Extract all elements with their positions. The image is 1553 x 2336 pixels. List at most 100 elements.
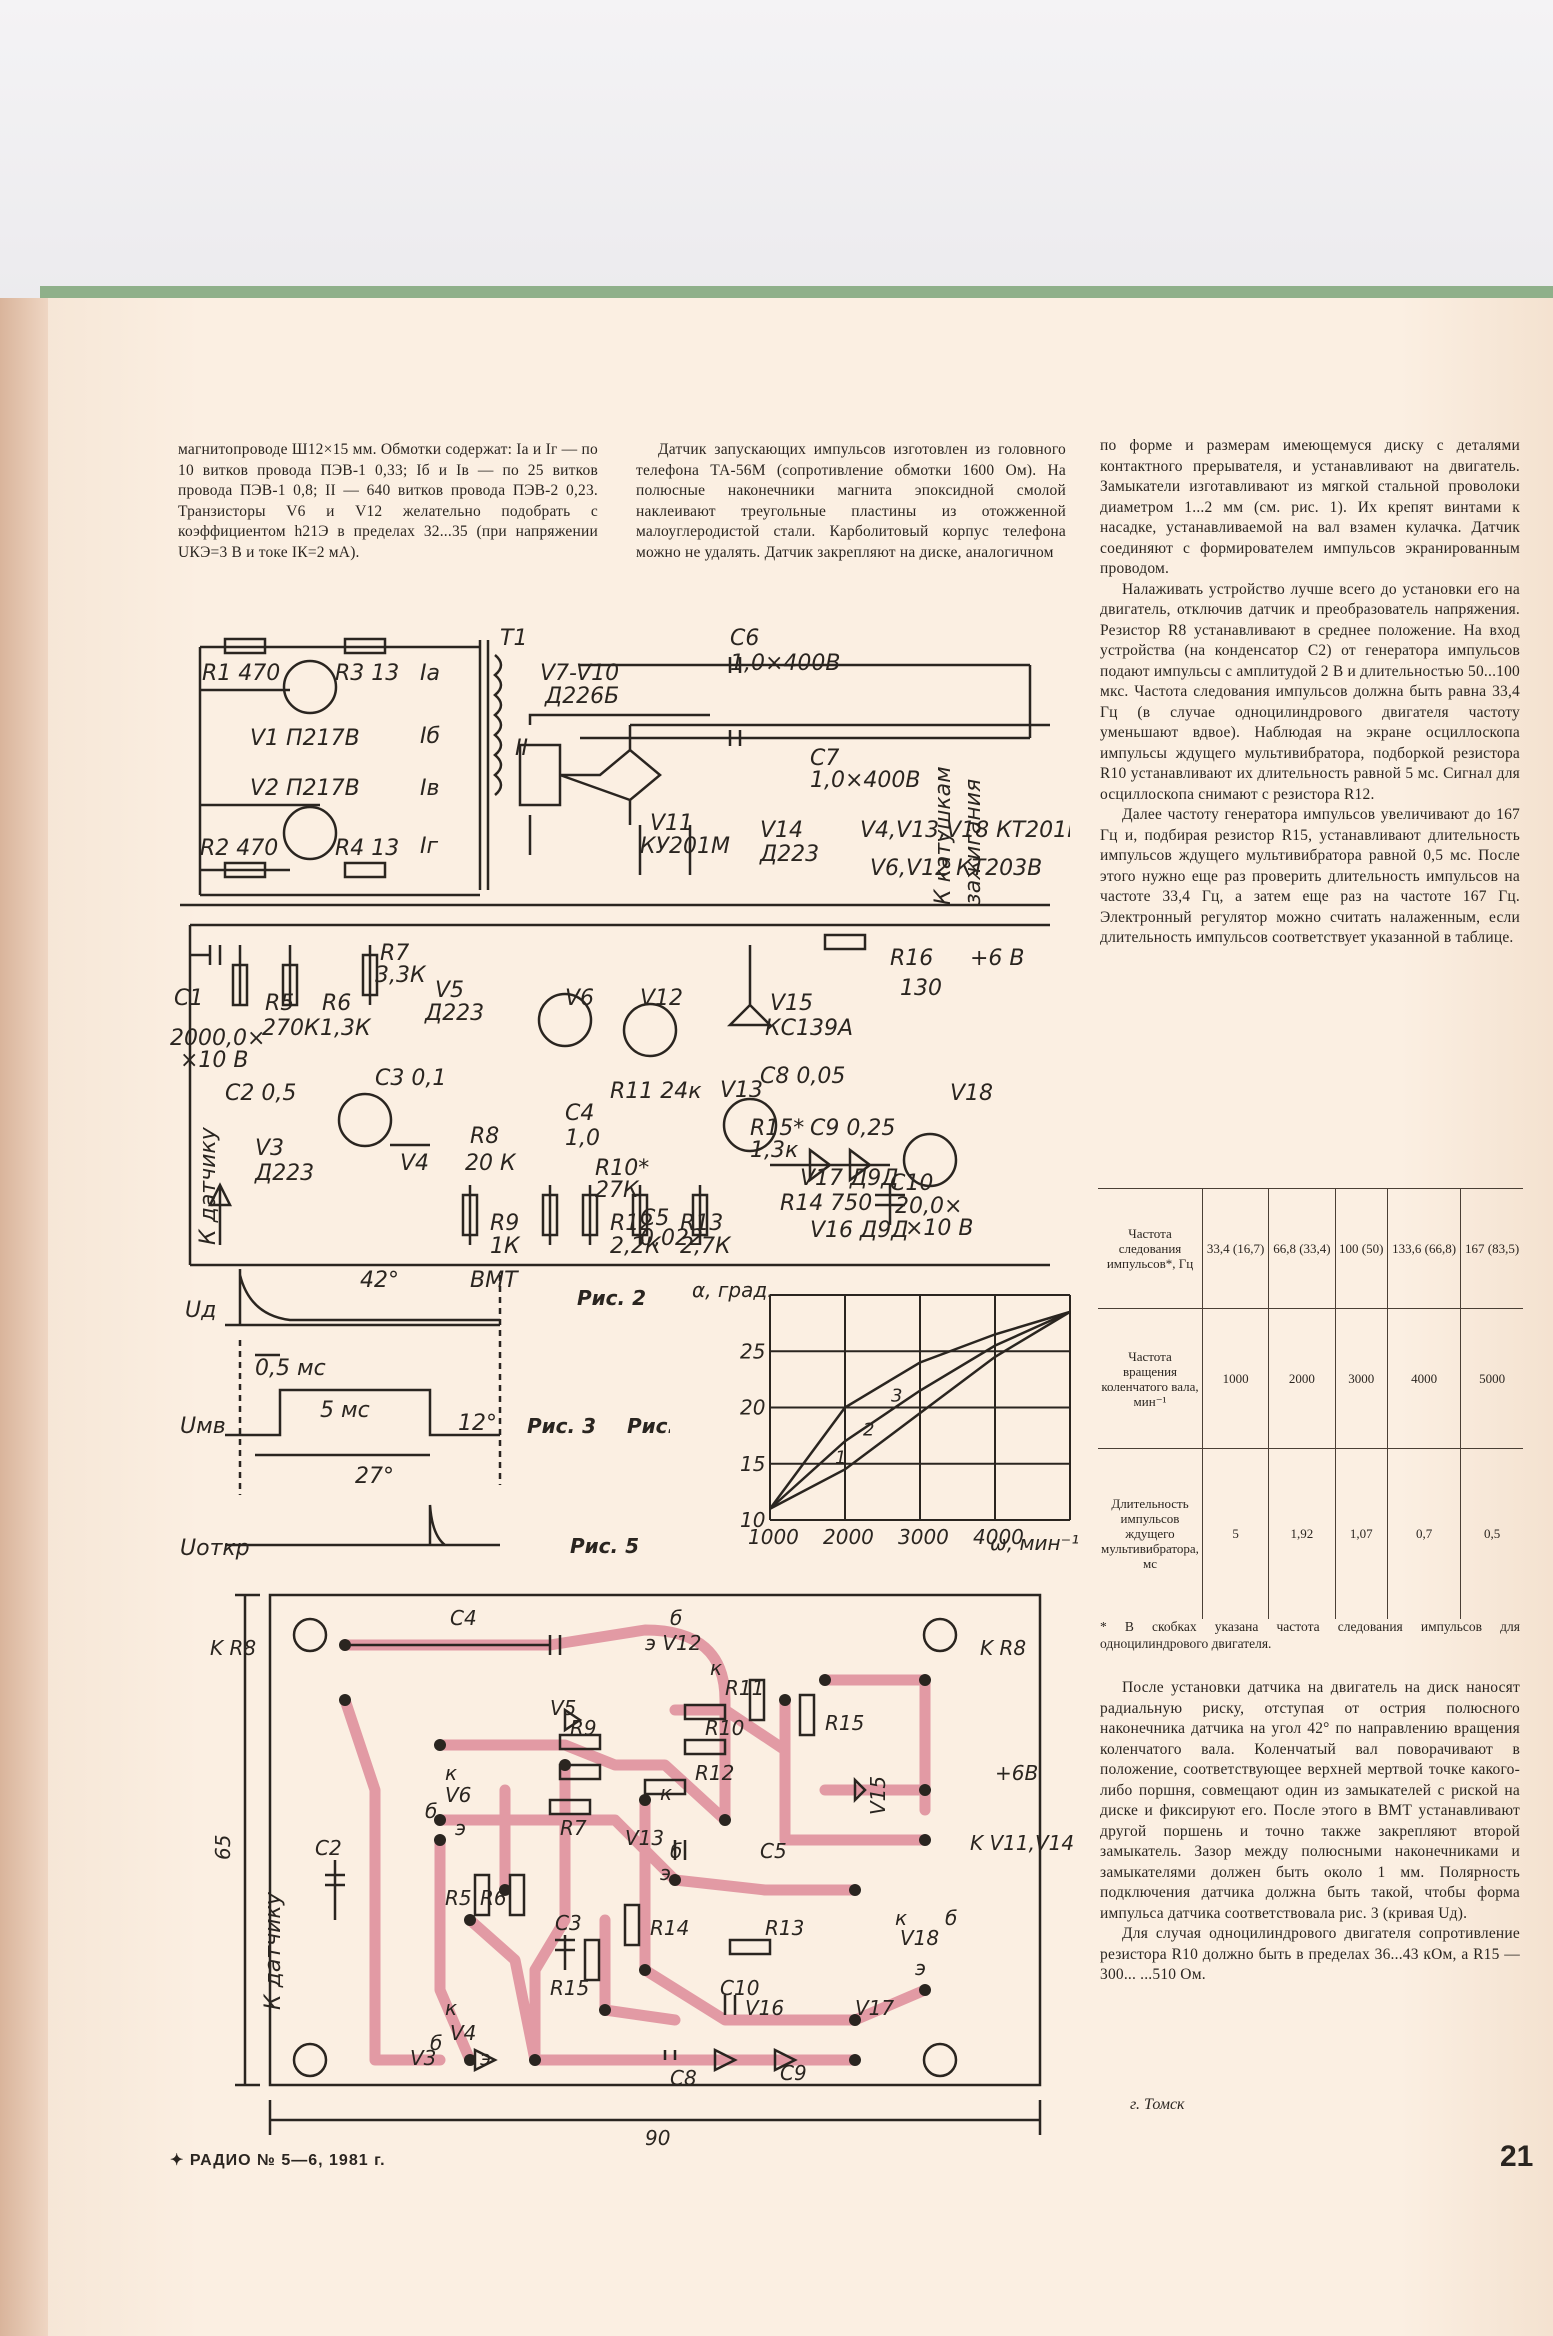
svg-text:×10 В: ×10 В	[180, 1048, 249, 1073]
pulse-table: Частота следования импульсов*, Гц 33,4 (…	[1098, 1188, 1523, 1619]
svg-text:R4 13: R4 13	[335, 836, 399, 861]
text-column-1: магнитопроводе Ш12×15 мм. Обмотки содерж…	[178, 440, 598, 563]
svg-text:R7: R7	[380, 941, 409, 966]
svg-text:1К: 1К	[490, 1234, 521, 1259]
svg-text:V15: V15	[770, 991, 813, 1016]
svg-text:б: б	[670, 1839, 682, 1863]
svg-text:C3 0,1: C3 0,1	[375, 1066, 446, 1091]
paragraph: После установки датчика на двигатель на …	[1100, 1679, 1520, 1922]
svg-text:3,3К: 3,3К	[375, 963, 427, 988]
table-footnote: * В скобках указана частота следования и…	[1100, 1619, 1520, 1651]
page-number: 21	[1500, 2140, 1534, 2173]
svg-text:C4: C4	[450, 1606, 477, 1630]
svg-text:27К: 27К	[595, 1178, 640, 1203]
svg-text:V13: V13	[720, 1078, 763, 1103]
svg-text:C1: C1	[174, 986, 203, 1011]
svg-text:б: б	[670, 1606, 682, 1630]
chart-ylabel: α, град.	[692, 1278, 774, 1302]
table-row: Частота следования импульсов*, Гц 33,4 (…	[1098, 1188, 1523, 1309]
svg-text:R15: R15	[825, 1711, 864, 1735]
svg-text:R5: R5	[445, 1886, 472, 1910]
svg-text:20,0×: 20,0×	[895, 1194, 962, 1219]
table-cell: 5	[1201, 1448, 1269, 1619]
svg-text:1,3К: 1,3К	[320, 1016, 372, 1041]
svg-text:R15*: R15*	[750, 1116, 804, 1141]
paragraph: Для случая одноцилиндрового двигателя со…	[1100, 1925, 1520, 1983]
svg-text:R10: R10	[705, 1716, 744, 1740]
svg-text:1,0: 1,0	[565, 1126, 600, 1151]
chart-x-tick-label: 2000	[823, 1525, 874, 1549]
svg-text:R1 470: R1 470	[202, 661, 280, 686]
svg-text:Iа: Iа	[420, 661, 440, 686]
svg-text:V5: V5	[435, 978, 464, 1003]
chart-series-line-3	[768, 1310, 1071, 1510]
chart-xlabel: ω, мин⁻¹	[990, 1531, 1079, 1555]
svg-text:C5: C5	[640, 1206, 669, 1231]
svg-text:C4: C4	[565, 1101, 594, 1126]
svg-text:R14: R14	[650, 1916, 689, 1940]
svg-text:K V11,V14: K V11,V14	[970, 1831, 1074, 1855]
svg-text:V1 П217В: V1 П217В	[250, 726, 360, 751]
svg-text:к: к	[895, 1906, 907, 1930]
city-signature: г. Томск	[1130, 2096, 1185, 2113]
table-row: Длительность импульсов ждущего мультивиб…	[1098, 1448, 1523, 1619]
chart-series-label: 1	[835, 1447, 846, 1468]
svg-text:Д223: Д223	[254, 1161, 314, 1186]
chart-x-tick-label: 4000	[973, 1525, 1024, 1549]
svg-text:C3: C3	[555, 1911, 582, 1935]
svg-text:C9 0,25: C9 0,25	[810, 1116, 895, 1141]
svg-text:C7: C7	[810, 746, 839, 771]
svg-text:C8: C8	[670, 2066, 697, 2090]
svg-text:R12: R12	[695, 1761, 734, 1785]
svg-text:э: э	[480, 2046, 491, 2070]
chart-y-tick-label: 15	[740, 1452, 765, 1476]
chart-series-line-2	[769, 1310, 1071, 1510]
paragraph: магнитопроводе Ш12×15 мм. Обмотки содерж…	[178, 441, 598, 561]
svg-text:90: 90	[645, 2126, 670, 2150]
svg-text:К катушкам: К катушкам	[931, 766, 956, 905]
table-head: Частота вращения коленчатого вала, мин⁻¹	[1098, 1308, 1203, 1449]
svg-text:V3: V3	[255, 1136, 284, 1161]
svg-text:2000,0×: 2000,0×	[170, 1026, 265, 1051]
svg-text:R11 24к: R11 24к	[610, 1079, 702, 1104]
svg-text:V16 Д9Д: V16 Д9Д	[810, 1218, 908, 1243]
svg-text:V13: V13	[625, 1826, 664, 1850]
svg-text:1,0×400В: 1,0×400В	[810, 768, 921, 793]
svg-text:C9: C9	[780, 2061, 807, 2085]
svg-text:к: к	[710, 1656, 722, 1680]
svg-text:Д226Б: Д226Б	[544, 684, 619, 709]
svg-text:C8 0,05: C8 0,05	[760, 1064, 845, 1089]
svg-text:R14 750: R14 750	[780, 1191, 872, 1216]
table-cell: 3000	[1334, 1308, 1388, 1449]
chart-series-line-1	[769, 1310, 1071, 1510]
chart-series-label: 2	[863, 1419, 874, 1440]
table-cell: 66,8 (33,4)	[1268, 1188, 1336, 1309]
svg-text:1,3к: 1,3к	[750, 1138, 799, 1163]
svg-text:V6: V6	[565, 986, 594, 1011]
text-column-3-lower: После установки датчика на двигатель на …	[1100, 1678, 1520, 1986]
svg-text:э: э	[455, 1816, 466, 1840]
svg-text:б: б	[425, 1799, 437, 1823]
chart-y-tick-label: 20	[740, 1396, 765, 1420]
svg-text:R8: R8	[470, 1124, 499, 1149]
svg-text:42°: 42°	[360, 1268, 399, 1293]
table-cell: 5000	[1460, 1308, 1523, 1449]
svg-text:V17 Д9Д: V17 Д9Д	[800, 1166, 898, 1191]
chart-x-tick-label: 1000	[748, 1525, 799, 1549]
table-cell: 167 (83,5)	[1460, 1188, 1523, 1309]
text-column-2: Датчик запускающих импульсов изготовлен …	[636, 440, 1066, 563]
fig3-caption: Рис. 3	[527, 1414, 596, 1438]
table-row: Частота вращения коленчатого вала, мин⁻¹…	[1098, 1308, 1523, 1449]
page-edge	[40, 286, 1553, 298]
paragraph: Налаживать устройство лучше всего до уст…	[1100, 580, 1520, 803]
paragraph: Датчик запускающих импульсов изготовлен …	[636, 441, 1066, 561]
svg-text:C10: C10	[890, 1171, 933, 1196]
svg-text:R15: R15	[550, 1976, 589, 2000]
svg-text:5 мс: 5 мс	[320, 1398, 370, 1423]
svg-text:20 К: 20 К	[465, 1151, 517, 1176]
